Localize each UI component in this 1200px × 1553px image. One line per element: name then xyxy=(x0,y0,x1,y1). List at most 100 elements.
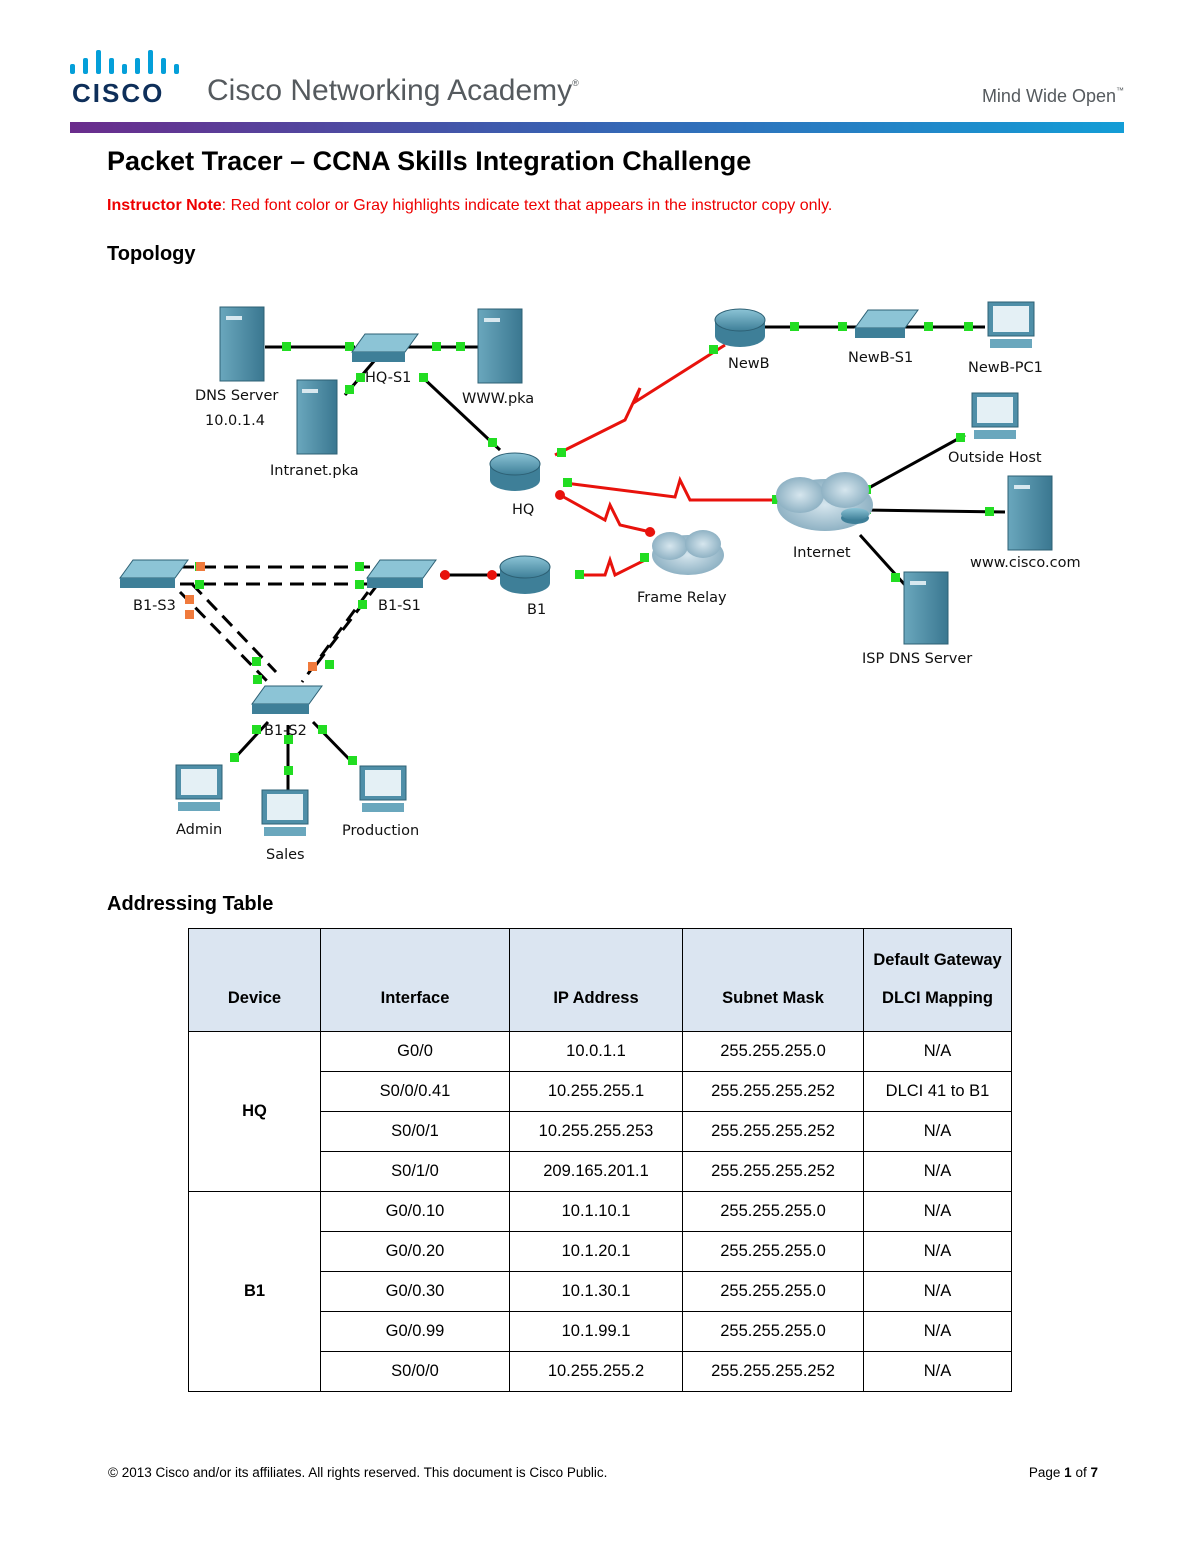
interface-cell: G0/0.30 xyxy=(320,1271,510,1312)
interface-cell: G0/0.10 xyxy=(320,1191,510,1232)
device-cell: B1 xyxy=(188,1191,321,1392)
footer-page-number: Page 1 of 7 xyxy=(1028,1465,1098,1480)
pc-icon-admin xyxy=(175,764,223,811)
pc-icon-sales xyxy=(261,789,309,836)
cisco-logo-bars-icon xyxy=(70,44,180,74)
topology-heading: Topology xyxy=(107,243,196,265)
redundant-links xyxy=(178,565,380,684)
ip-address-cell: 10.255.255.253 xyxy=(509,1111,683,1152)
interface-cell: G0/0.99 xyxy=(320,1311,510,1352)
interface-cell: S0/0/1 xyxy=(320,1111,510,1152)
addressing-heading: Addressing Table xyxy=(107,893,274,915)
label-b1: B1 xyxy=(527,602,546,618)
ip-address-cell: 10.1.20.1 xyxy=(509,1231,683,1272)
label-hq: HQ xyxy=(512,502,534,518)
table-header-row: Device Interface IP Address Subnet Mask … xyxy=(188,928,1012,1032)
pc-icon-outside-host xyxy=(971,392,1019,439)
router-icon-b1 xyxy=(499,555,551,594)
addressing-table: Device Interface IP Address Subnet Mask … xyxy=(188,928,1012,1392)
interface-cell: G0/0 xyxy=(320,1031,510,1072)
ip-address-cell: 10.1.30.1 xyxy=(509,1271,683,1312)
cloud-icon-internet xyxy=(776,472,873,531)
gateway-dlci-cell: N/A xyxy=(863,1111,1012,1152)
switch-icon-b1-s3 xyxy=(119,559,189,588)
port-indicators-serial xyxy=(440,490,655,580)
port-indicators-blocked xyxy=(185,562,317,671)
label-cisco-com: www.cisco.com xyxy=(970,555,1081,571)
interface-cell: S0/1/0 xyxy=(320,1151,510,1192)
label-dns-ip: 10.0.1.4 xyxy=(205,413,265,429)
col-interface: Interface xyxy=(320,928,510,1032)
subnet-mask-cell: 255.255.255.0 xyxy=(682,1271,864,1312)
interface-cell: S0/0/0 xyxy=(320,1351,510,1392)
interface-cell: S0/0/0.41 xyxy=(320,1071,510,1112)
header-gradient-bar xyxy=(70,122,1124,133)
subnet-mask-cell: 255.255.255.252 xyxy=(682,1151,864,1192)
label-isp-dns: ISP DNS Server xyxy=(862,651,972,667)
ip-address-cell: 10.1.10.1 xyxy=(509,1191,683,1232)
label-intranet: Intranet.pka xyxy=(270,463,359,479)
label-newb: NewB xyxy=(728,356,770,372)
switch-icon-b1-s1 xyxy=(366,559,437,588)
col-subnet-mask: Subnet Mask xyxy=(682,928,864,1032)
footer-copyright: © 2013 Cisco and/or its affiliates. All … xyxy=(108,1465,608,1480)
switch-icon-b1-s2 xyxy=(251,685,323,714)
gateway-dlci-cell: N/A xyxy=(863,1311,1012,1352)
label-sales: Sales xyxy=(266,847,305,863)
ip-address-cell: 209.165.201.1 xyxy=(509,1151,683,1192)
subnet-mask-cell: 255.255.255.0 xyxy=(682,1231,864,1272)
server-icon-intranet xyxy=(296,379,338,455)
tagline: Mind Wide Open™ xyxy=(981,86,1124,106)
server-icon-dns xyxy=(219,306,265,382)
label-newb-s1: NewB-S1 xyxy=(848,350,913,366)
label-admin: Admin xyxy=(176,822,222,838)
server-icon-www xyxy=(477,308,523,384)
ip-address-cell: 10.1.99.1 xyxy=(509,1311,683,1352)
gateway-dlci-cell: N/A xyxy=(863,1191,1012,1232)
gateway-dlci-cell: N/A xyxy=(863,1031,1012,1072)
port-indicators-up xyxy=(195,322,994,775)
label-internet: Internet xyxy=(793,545,851,561)
label-outside-host: Outside Host xyxy=(948,450,1042,466)
page-title: Packet Tracer – CCNA Skills Integration … xyxy=(107,146,752,176)
instructor-note: Instructor Note: Red font color or Gray … xyxy=(107,197,833,214)
label-production: Production xyxy=(342,823,419,839)
server-icon-isp-dns xyxy=(903,571,949,645)
label-dns-server: DNS Server xyxy=(195,388,278,404)
router-icon-hq xyxy=(489,452,541,491)
gateway-dlci-cell: N/A xyxy=(863,1151,1012,1192)
col-ip-address: IP Address xyxy=(509,928,683,1032)
subnet-mask-cell: 255.255.255.252 xyxy=(682,1071,864,1112)
academy-name: Cisco Networking Academy® xyxy=(207,74,579,107)
col-device: Device xyxy=(188,928,321,1032)
ip-address-cell: 10.0.1.1 xyxy=(509,1031,683,1072)
label-b1-s2: B1-S2 xyxy=(264,723,307,739)
subnet-mask-cell: 255.255.255.0 xyxy=(682,1031,864,1072)
router-icon-newb xyxy=(714,308,766,347)
label-frame-relay: Frame Relay xyxy=(637,590,727,606)
gateway-dlci-cell: N/A xyxy=(863,1351,1012,1392)
subnet-mask-cell: 255.255.255.252 xyxy=(682,1351,864,1392)
subnet-mask-cell: 255.255.255.252 xyxy=(682,1111,864,1152)
ip-address-cell: 10.255.255.1 xyxy=(509,1071,683,1112)
cisco-wordmark: CISCO xyxy=(72,78,165,108)
device-cell: HQ xyxy=(188,1031,321,1192)
cloud-icon-frame-relay xyxy=(652,530,724,575)
subnet-mask-cell: 255.255.255.0 xyxy=(682,1311,864,1352)
ethernet-links xyxy=(231,325,1006,790)
switch-icon-newb-s1 xyxy=(854,309,919,338)
serial-links xyxy=(554,343,780,578)
switch-icon-hq-s1 xyxy=(351,333,419,362)
label-b1-s3: B1-S3 xyxy=(133,598,176,614)
pc-icon-production xyxy=(359,765,407,812)
topology-diagram: DNS Server 10.0.1.4 HQ-S1 WWW.pka Intran… xyxy=(119,301,1081,863)
label-hq-s1: HQ-S1 xyxy=(365,370,411,386)
